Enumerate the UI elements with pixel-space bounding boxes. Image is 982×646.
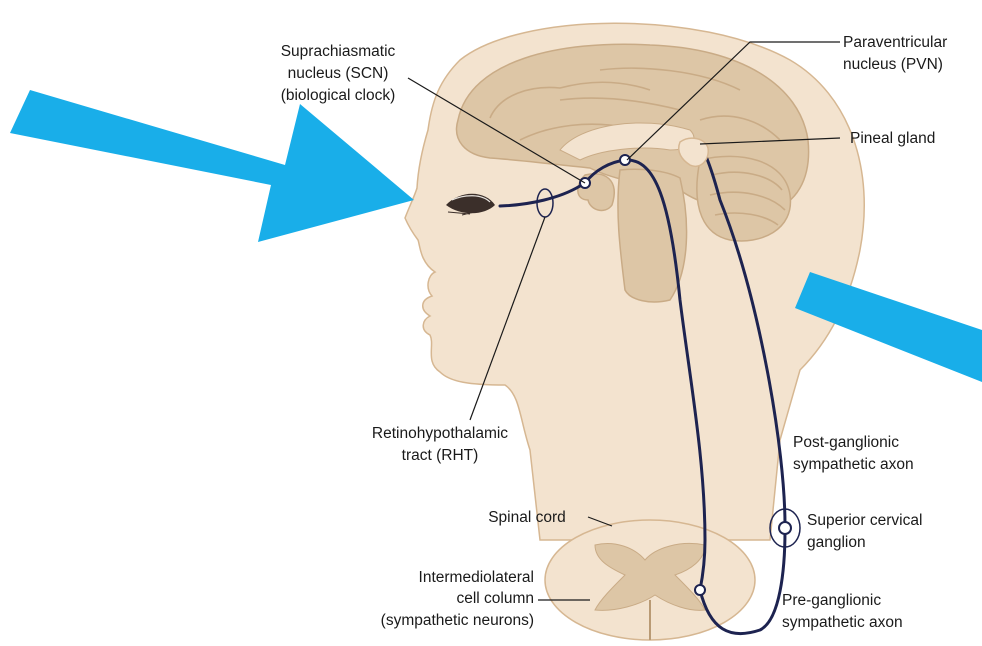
label-rht-line1: Retinohypothalamic bbox=[372, 425, 508, 442]
label-pineal: Pineal gland bbox=[850, 130, 935, 147]
label-superior-cervical-line1: Superior cervical bbox=[807, 512, 922, 529]
label-intermediolateral-line1: Intermediolateral bbox=[419, 569, 534, 586]
label-post-ganglionic-line1: Post-ganglionic bbox=[793, 434, 899, 451]
label-post-ganglionic-line2: sympathetic axon bbox=[793, 456, 914, 473]
intermediolateral-node bbox=[695, 585, 705, 595]
brainstem bbox=[618, 169, 687, 302]
label-scn-line3: (biological clock) bbox=[281, 87, 396, 104]
arrow-left-pointing-at-head bbox=[10, 90, 414, 242]
label-scn-line2: nucleus (SCN) bbox=[288, 65, 389, 82]
label-pvn-line1: Paraventricular bbox=[843, 34, 947, 51]
label-intermediolateral-line3: (sympathetic neurons) bbox=[381, 612, 534, 629]
label-scn-line1: Suprachiasmatic bbox=[281, 43, 396, 60]
label-spinal-cord: Spinal cord bbox=[488, 509, 566, 526]
label-pre-ganglionic-line2: sympathetic axon bbox=[782, 614, 903, 631]
label-rht-line2: tract (RHT) bbox=[402, 447, 479, 464]
label-pre-ganglionic-line1: Pre-ganglionic bbox=[782, 592, 881, 609]
superior-cervical-ganglion-node bbox=[779, 522, 791, 534]
label-superior-cervical-line2: ganglion bbox=[807, 534, 866, 551]
label-intermediolateral-line2: cell column bbox=[456, 590, 534, 607]
label-pvn-line2: nucleus (PVN) bbox=[843, 56, 943, 73]
pvn-node bbox=[620, 155, 630, 165]
